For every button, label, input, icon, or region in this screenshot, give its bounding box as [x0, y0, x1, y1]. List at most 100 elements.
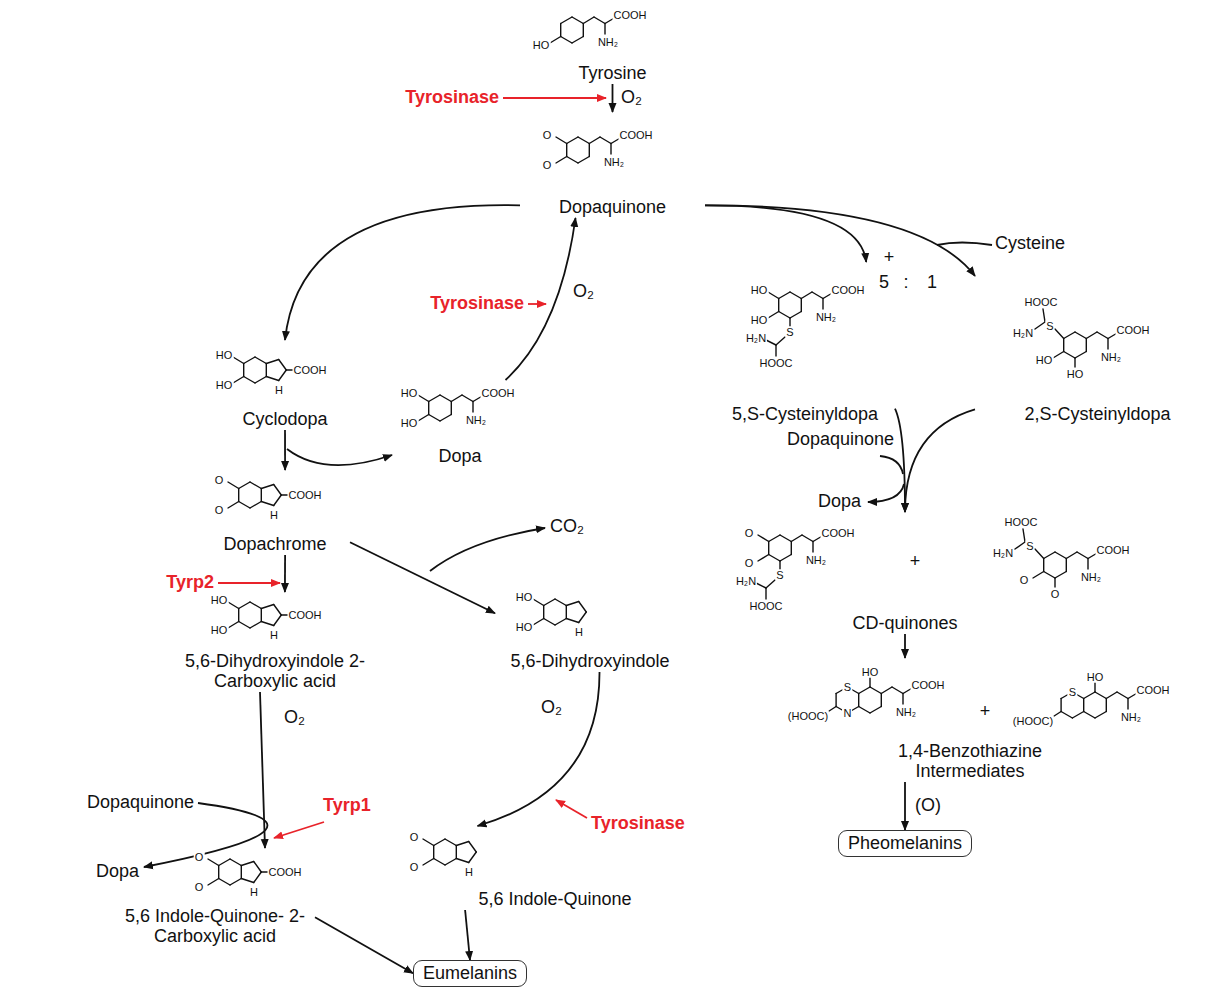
atom-label: HO [532, 40, 551, 51]
atom-label: H₂N [1012, 328, 1034, 339]
bond-line [228, 602, 239, 609]
reaction-label: (O) [914, 796, 942, 816]
atom-label: H₂N [992, 548, 1014, 559]
atom-label: NH₂ [895, 707, 917, 718]
bond-line [250, 502, 261, 509]
compound-name: CD-quinones [700, 613, 1110, 634]
bond-line [572, 37, 583, 44]
compound-node: Dopa [395, 380, 525, 467]
bond-line [1086, 332, 1097, 339]
atom-label: S [843, 682, 852, 693]
bond-line [1061, 712, 1072, 719]
reaction-label: O₂ [620, 88, 643, 108]
compound-name: Dopa [395, 446, 525, 467]
bond-line [758, 555, 769, 562]
bond-line [801, 299, 802, 312]
enzyme-label: Tyrosinase [429, 294, 525, 314]
bond-line [1075, 352, 1086, 359]
bond-line [418, 395, 429, 402]
compound-name: Dopaquinone [520, 197, 705, 218]
bond-line [1106, 692, 1117, 699]
bond-line [768, 292, 779, 299]
bond-line [1084, 712, 1095, 719]
atom-label: HO [210, 595, 229, 606]
bond-line [418, 415, 429, 422]
atom-label: COOH [911, 680, 946, 691]
bond-line [566, 619, 578, 623]
bond-line [261, 485, 273, 489]
atom-label: COOH [613, 10, 648, 21]
atom-label: COOH [619, 130, 654, 141]
bond-line [566, 144, 567, 157]
bond-line [1044, 572, 1055, 579]
bond-line [238, 609, 239, 622]
bond-line [881, 694, 882, 707]
bond-line [456, 859, 468, 863]
compound-name: 2,S-Cysteinyldopa [975, 404, 1220, 425]
bond-line [274, 605, 282, 616]
reaction-arrow [350, 542, 495, 613]
bond-line [254, 872, 262, 883]
byproduct-arrow [430, 528, 545, 571]
atom-label: NH₂ [597, 37, 619, 48]
bond-line [423, 839, 434, 846]
bond-line [1084, 692, 1095, 699]
atom-label: COOH [293, 365, 328, 376]
reaction-label: + [909, 552, 922, 572]
bond-line [579, 602, 587, 613]
bond-line [445, 859, 456, 866]
bond-line [266, 377, 278, 381]
bond-line [219, 859, 230, 866]
bond-line [835, 694, 836, 707]
bond-line [266, 364, 267, 377]
bond-line [274, 615, 282, 626]
bond-line [1033, 572, 1044, 579]
bond-line [555, 599, 566, 606]
bond-line [244, 357, 255, 364]
cosubstrate-line [937, 243, 992, 246]
atom-label: O [194, 852, 205, 863]
bond-line [1055, 329, 1064, 339]
atom-label: H [269, 510, 279, 521]
enzyme-label: Tyrosinase [404, 88, 500, 108]
compound-node: 5,S-Cysteinyldopa [715, 262, 895, 425]
bond-line [1074, 358, 1075, 367]
compound-node: 5,6-Dihydroxyindole [495, 588, 685, 672]
bond-line [1055, 572, 1066, 579]
atom-label: O [542, 130, 553, 141]
atom-label: NH₂ [805, 555, 827, 566]
reaction-arrow [260, 692, 265, 848]
atom-label: HOOC [1024, 297, 1059, 308]
bond-line [228, 622, 239, 629]
atom-label: O [744, 558, 755, 569]
atom-label: COOH [821, 528, 856, 539]
compound-name: Eumelanins [423, 963, 517, 984]
compound-name: Cyclodopa [205, 409, 365, 430]
reaction-label: Dopaquinone [786, 430, 895, 450]
atom-label: S [1025, 541, 1034, 552]
bond-line [1087, 559, 1088, 570]
bond-line [1097, 332, 1108, 339]
atom-label: NH₂ [1120, 712, 1142, 723]
bond-line [279, 360, 287, 371]
bond-line [434, 839, 445, 846]
bond-line [230, 859, 241, 866]
atom-label: NH₂ [1080, 572, 1102, 583]
atom-label: COOH [268, 867, 303, 878]
reaction-arrow [705, 205, 866, 262]
atom-label: COOH [481, 388, 516, 399]
bond-line [1095, 712, 1106, 719]
bond-line [250, 622, 261, 629]
bond-line [451, 395, 462, 402]
bond-line [769, 535, 780, 542]
atom-label: HO [861, 667, 880, 678]
bond-line [790, 312, 801, 319]
atom-label: (HOOC) [787, 711, 829, 722]
reaction-arrow [905, 409, 975, 512]
reaction-arrow [904, 634, 906, 658]
bond-line [228, 502, 239, 509]
atom-label: S [1068, 687, 1077, 698]
atom-label: COOH [1116, 325, 1151, 336]
compound-name: Tyrosine [530, 63, 695, 84]
bond-line [859, 687, 870, 694]
